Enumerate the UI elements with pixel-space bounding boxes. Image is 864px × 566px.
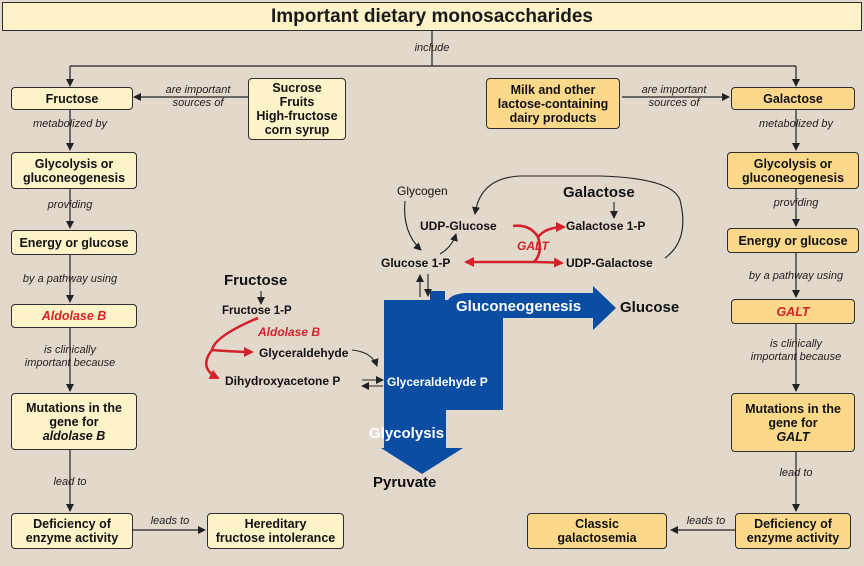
metabolized-left-label: metabolized by: [33, 118, 107, 130]
pathway-udp-glucose: UDP-Glucose: [420, 219, 497, 233]
leadsto-left-label: leads to: [150, 515, 190, 527]
deficiency-right-box: Deficiency of enzyme activity: [735, 513, 851, 549]
leadsto-right-label: leads to: [686, 515, 726, 527]
pathway-galt: GALT: [517, 239, 549, 253]
pathway-glucose: Glucose: [620, 299, 680, 316]
deficiency-left-line1: Deficiency of: [33, 517, 111, 531]
leadto-right-label: lead to: [779, 467, 813, 479]
deficiency-left-line2: enzyme activity: [25, 531, 119, 545]
pathway-gluconeogenesis: Gluconeogenesis: [456, 298, 582, 315]
important-left-line1: are important: [165, 84, 231, 96]
galactose-sources-box: Milk and other lactose-containing dairy …: [486, 78, 620, 129]
pathway-galactose-1p: Galactose 1-P: [566, 219, 646, 233]
mutations-left-line2: gene for: [49, 414, 99, 429]
metabolized-right-label: metabolized by: [759, 118, 833, 130]
source-hfcs-line2: corn syrup: [264, 123, 330, 137]
pathway-glycolysis: Glycolysis: [369, 425, 445, 442]
pathway-right-label: by a pathway using: [748, 270, 844, 282]
include-connector: [66, 31, 800, 87]
disease-right-line2: galactosemia: [557, 531, 637, 545]
leadto-left-label: lead to: [53, 476, 87, 488]
mutations-right-line3: GALT: [776, 429, 810, 444]
fructose-box: Fructose: [11, 87, 133, 110]
important-right-line2: sources of: [648, 97, 700, 109]
clinically-left-line1: is clinically: [44, 344, 96, 356]
mutations-right-box: Mutations in the gene for GALT: [731, 393, 855, 452]
source-sucrose: Sucrose: [272, 81, 322, 95]
pathway-udp-galactose: UDP-Galactose: [566, 256, 653, 270]
blue-pathway-shape: [381, 286, 616, 474]
important-sources-left-label: are important sources of: [148, 84, 248, 110]
glycolysis-left-line2: gluconeogenesis: [22, 170, 126, 185]
clinically-right-line2: important because: [750, 351, 842, 363]
fructose-sources-box: Sucrose Fruits High-fructose corn syrup: [248, 78, 346, 140]
page-title: Important dietary monosaccharides: [2, 2, 862, 31]
glycolysis-right-box: Glycolysis or gluconeogenesis: [727, 152, 859, 189]
pathway-left-label: by a pathway using: [22, 273, 118, 285]
source-milk-line3: dairy products: [509, 110, 597, 125]
classic-galactosemia-box: Classic galactosemia: [527, 513, 667, 549]
mutations-right-line2: gene for: [768, 415, 818, 430]
clinically-left-label: is clinically important because: [10, 344, 130, 370]
pathway-glyceraldehyde: Glyceraldehyde: [259, 346, 349, 360]
deficiency-left-box: Deficiency of enzyme activity: [11, 513, 133, 549]
mutations-left-line1: Mutations in the: [26, 400, 122, 415]
glycolysis-right-line2: gluconeogenesis: [741, 170, 845, 185]
providing-left-label: providing: [47, 199, 93, 211]
disease-left-line2: fructose intolerance: [215, 531, 336, 545]
clinically-right-line1: is clinically: [770, 338, 822, 350]
source-fruits: Fruits: [279, 95, 315, 109]
pathway-galactose: Galactose: [563, 184, 635, 201]
mutations-left-box: Mutations in the gene for aldolase B: [11, 393, 137, 450]
enzyme-arrows: [204, 222, 566, 380]
pathway-fructose-1p: Fructose 1-P: [222, 305, 292, 317]
aldolase-b-box: Aldolase B: [11, 304, 137, 328]
left-chain-connectors: [66, 110, 206, 534]
galt-box: GALT: [731, 299, 855, 324]
source-milk-line1: Milk and other: [510, 82, 596, 97]
deficiency-right-line1: Deficiency of: [754, 517, 832, 531]
glycolysis-left-line1: Glycolysis or: [34, 156, 114, 171]
source-milk-line2: lactose-containing: [497, 96, 609, 111]
pathway-glyceraldehyde-p: Glyceraldehyde P: [387, 375, 488, 389]
important-left-line2: sources of: [172, 97, 224, 109]
disease-right-line1: Classic: [575, 517, 619, 531]
glycolysis-left-box: Glycolysis or gluconeogenesis: [11, 152, 137, 189]
pathway-dhap: Dihydroxyacetone P: [225, 374, 341, 388]
important-sources-right-label: are important sources of: [624, 84, 724, 110]
mutations-right-line1: Mutations in the: [745, 401, 841, 416]
pathway-fructose: Fructose: [224, 272, 288, 289]
hereditary-fructose-intolerance-box: Hereditary fructose intolerance: [207, 513, 344, 549]
clinically-right-label: is clinically important because: [736, 338, 856, 364]
important-right-line1: are important: [641, 84, 707, 96]
galactose-box: Galactose: [731, 87, 855, 110]
deficiency-right-line2: enzyme activity: [746, 531, 840, 545]
providing-right-label: providing: [773, 197, 819, 209]
pathway-pyruvate: Pyruvate: [373, 474, 437, 491]
pathway-arrows: [257, 175, 684, 390]
pathway-aldolase-b: Aldolase B: [258, 325, 321, 339]
pathway-glycogen: Glycogen: [397, 184, 448, 198]
energy-left-box: Energy or glucose: [11, 230, 137, 255]
mutations-left-line3: aldolase B: [42, 428, 106, 443]
right-chain-connectors: [670, 110, 800, 534]
source-hfcs-line1: High-fructose: [256, 109, 338, 123]
disease-left-line1: Hereditary: [244, 517, 307, 531]
clinically-left-line2: important because: [24, 357, 116, 369]
glycolysis-right-line1: Glycolysis or: [753, 156, 833, 171]
pathway-glucose-1p: Glucose 1-P: [381, 256, 451, 270]
include-label: include: [414, 42, 450, 54]
energy-right-box: Energy or glucose: [727, 228, 859, 253]
